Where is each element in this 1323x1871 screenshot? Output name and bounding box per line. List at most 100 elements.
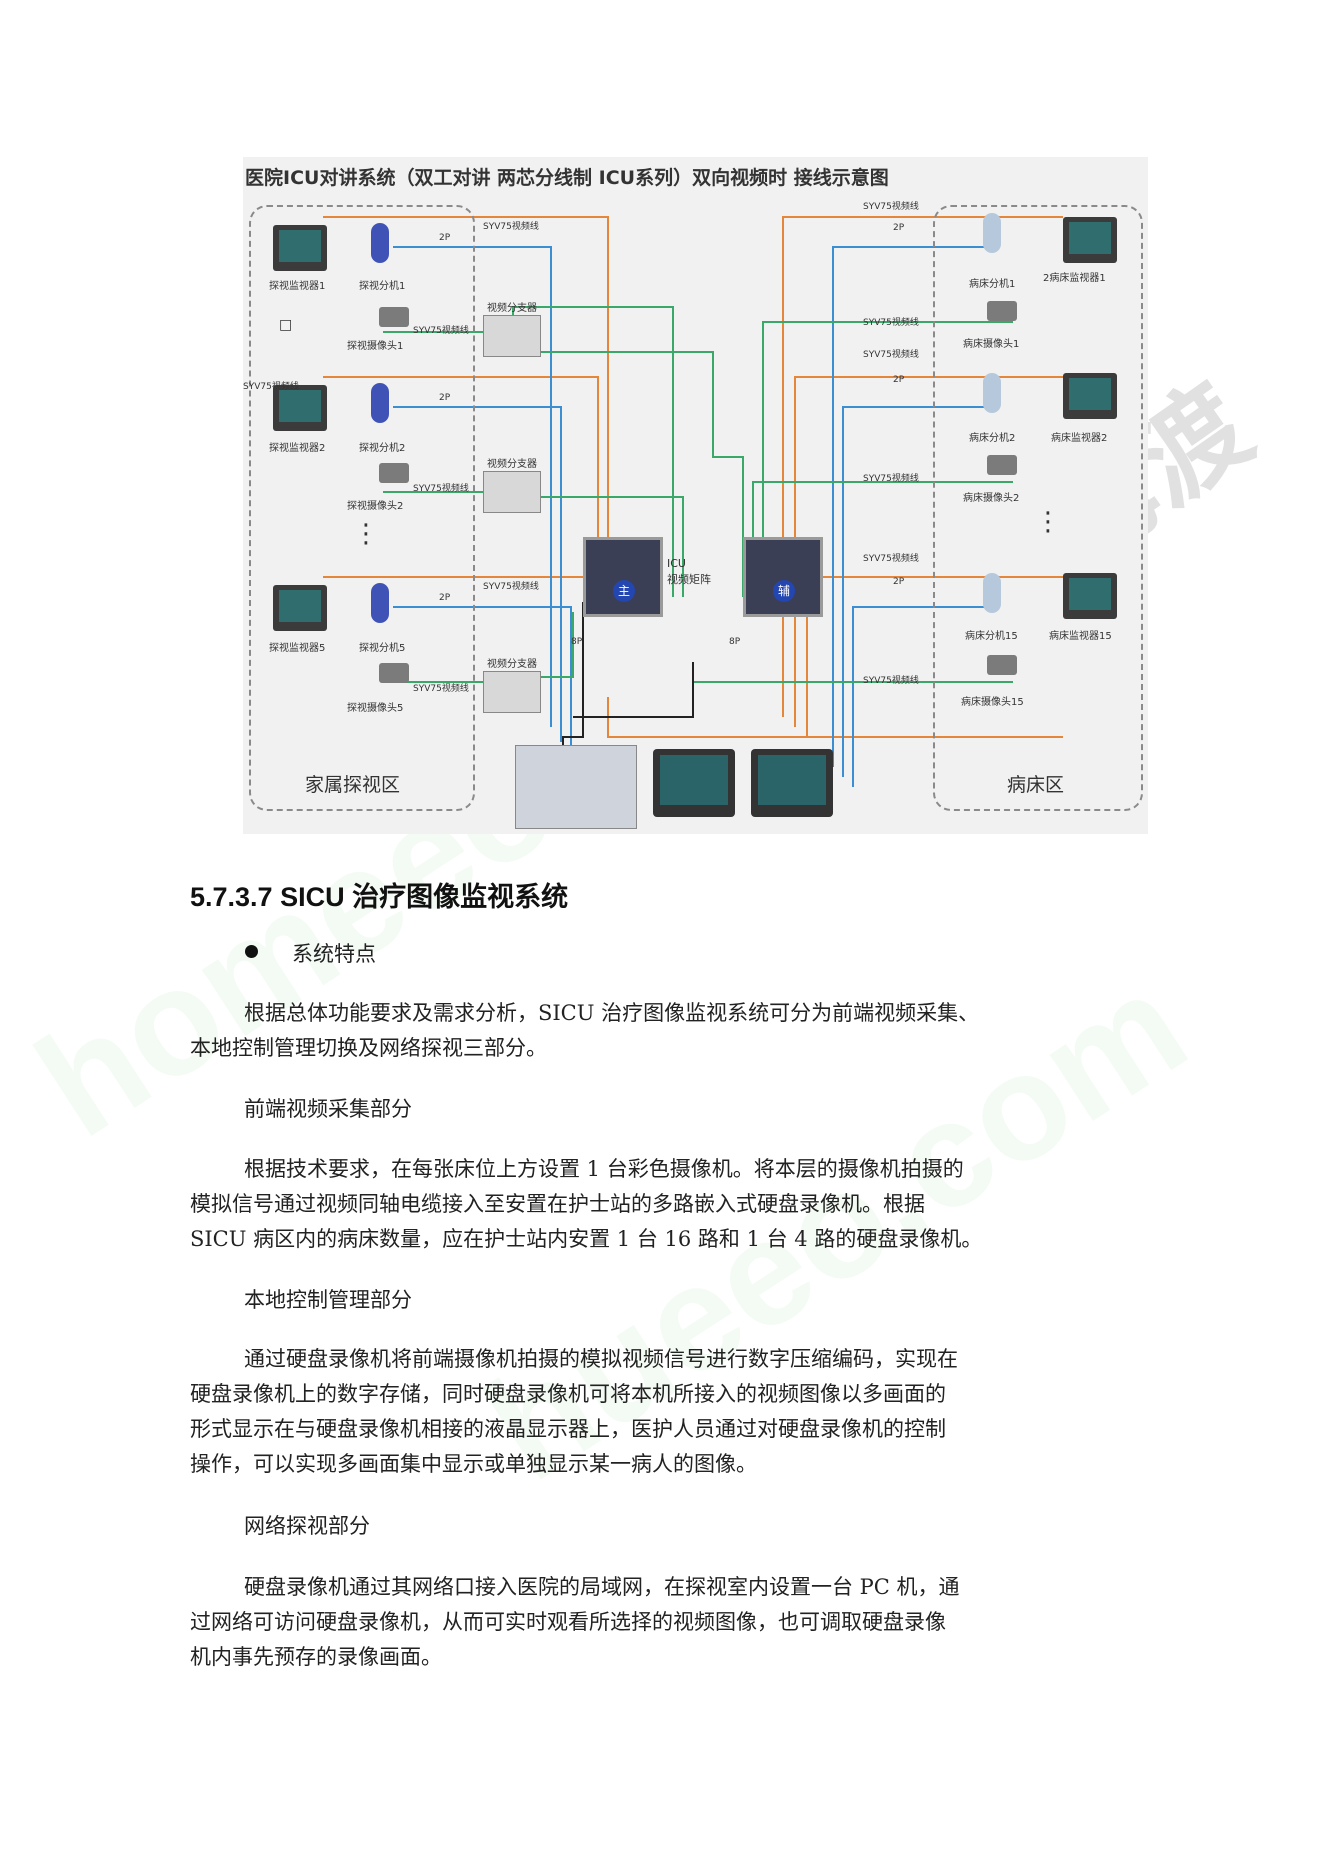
- visit-phone-label: 探视分机2: [359, 443, 406, 454]
- subheading-network: 网络探视部分: [244, 1514, 370, 1538]
- cable-label: SYV75视频线: [243, 382, 299, 392]
- cable-label: SYV75视频线: [483, 222, 539, 232]
- subheading-local-control: 本地控制管理部分: [244, 1288, 412, 1312]
- monitor-icon: [273, 225, 327, 271]
- splitter-label: 视频分支器: [487, 303, 537, 314]
- wire-8p-label: 8P: [571, 637, 583, 647]
- text-line: 过网络可访问硬盘录像机，从而可实时观看所选择的视频图像，也可调取硬盘录像: [190, 1610, 946, 1634]
- bed-monitor-label: 2病床监视器1: [1043, 273, 1106, 284]
- cable-label: SYV75视频线: [863, 554, 919, 564]
- camera-icon: [379, 663, 409, 683]
- monitor-icon: [273, 585, 327, 631]
- bed-phone-label: 病床分机2: [969, 433, 1016, 444]
- phone-icon: [983, 573, 1001, 613]
- matrix-label-line2: 视频矩阵: [667, 573, 711, 586]
- phone-icon: [371, 383, 389, 423]
- visit-camera-label: 探视摄像头5: [347, 703, 404, 714]
- monitor-icon: [1063, 217, 1117, 263]
- phone-icon: [983, 213, 1001, 253]
- ellipsis-dots: ⋮: [353, 519, 379, 549]
- splitter-icon: [483, 315, 541, 357]
- wire-2p-label: 2P: [893, 577, 905, 587]
- paragraph-3: 通过硬盘录像机将前端摄像机拍摄的模拟视频信号进行数字压缩编码，实现在 硬盘录像机…: [190, 1342, 1150, 1482]
- text-line: 形式显示在与硬盘录像机相接的液晶显示器上，医护人员通过对硬盘录像机的控制: [190, 1417, 946, 1441]
- cable-label: SYV75视频线: [483, 582, 539, 592]
- text-line: 通过硬盘录像机将前端摄像机拍摄的模拟视频信号进行数字压缩编码，实现在: [244, 1347, 958, 1371]
- cable-label: SYV75视频线: [413, 484, 469, 494]
- cable-label: SYV75视频线: [863, 202, 919, 212]
- paragraph-2: 根据技术要求，在每张床位上方设置 1 台彩色摄像机。将本层的摄像机拍摄的 模拟信…: [190, 1152, 1150, 1257]
- paragraph-1: 根据总体功能要求及需求分析，SICU 治疗图像监视系统可分为前端视频采集、 本地…: [190, 996, 1150, 1066]
- aux-matrix-badge: 辅: [773, 580, 795, 602]
- visit-monitor-label: 探视监视器5: [269, 643, 326, 654]
- camera-icon: [987, 301, 1017, 321]
- main-matrix: 主: [583, 537, 663, 617]
- bed-monitor-label: 病床监视器15: [1049, 631, 1112, 642]
- text-line: 本地控制管理切换及网络探视三部分。: [190, 1036, 547, 1060]
- bed-monitor-label: 病床监视器2: [1051, 433, 1108, 444]
- cable-label: SYV75视频线: [413, 326, 469, 336]
- cable-label: SYV75视频线: [413, 684, 469, 694]
- text-line: 机内事先预存的录像画面。: [190, 1645, 442, 1669]
- bed-camera-label: 病床摄像头2: [963, 493, 1020, 504]
- phone-icon: [983, 373, 1001, 413]
- paragraph-4: 硬盘录像机通过其网络口接入医院的局域网，在探视室内设置一台 PC 机，通 过网络…: [190, 1570, 1150, 1675]
- wire-2p-label: 2P: [893, 223, 905, 233]
- visit-monitor-label: 探视监视器1: [269, 281, 326, 292]
- text-line: 硬盘录像机通过其网络口接入医院的局域网，在探视室内设置一台 PC 机，通: [244, 1575, 960, 1599]
- text-line: 硬盘录像机上的数字存储，同时硬盘录像机可将本机所接入的视频图像以多画面的: [190, 1382, 946, 1406]
- cable-label: SYV75视频线: [863, 318, 919, 328]
- visit-camera-label: 探视摄像头1: [347, 341, 404, 352]
- text-line: SICU 病区内的病床数量，应在护士站内安置 1 台 16 路和 1 台 4 路…: [190, 1227, 983, 1251]
- nurse-console: [515, 745, 637, 829]
- family-visit-zone: [249, 205, 475, 811]
- phone-icon: [371, 223, 389, 263]
- section-heading: 5.7.3.7 SICU 治疗图像监视系统: [190, 882, 569, 912]
- subheading-front-end: 前端视频采集部分: [244, 1097, 412, 1121]
- nurse-monitor-icon: [653, 749, 735, 817]
- camera-icon: [379, 307, 409, 327]
- bed-camera-label: 病床摄像头1: [963, 339, 1020, 350]
- aux-matrix: 辅: [743, 537, 823, 617]
- bed-camera-label: 病床摄像头15: [961, 697, 1024, 708]
- visit-phone-label: 探视分机5: [359, 643, 406, 654]
- text-line: 模拟信号通过视频同轴电缆接入至安置在护士站的多路嵌入式硬盘录像机。根据: [190, 1192, 925, 1216]
- visit-monitor-label: 探视监视器2: [269, 443, 326, 454]
- monitor-icon: [273, 385, 327, 431]
- wire-2p-label: 2P: [439, 233, 451, 243]
- wire-8p-label: 8P: [729, 637, 741, 647]
- splitter-label: 视频分支器: [487, 459, 537, 470]
- main-matrix-badge: 主: [613, 580, 635, 602]
- family-visit-zone-label: 家属探视区: [305, 774, 401, 796]
- wire-2p-label: 2P: [439, 393, 451, 403]
- monitor-icon: [1063, 373, 1117, 419]
- wire-2p-label: 2P: [439, 593, 451, 603]
- visit-camera-label: 探视摄像头2: [347, 501, 404, 512]
- phone-icon: [371, 583, 389, 623]
- ward-zone: [933, 205, 1143, 811]
- small-box: □: [279, 317, 293, 333]
- splitter-icon: [483, 471, 541, 513]
- splitter-label: 视频分支器: [487, 659, 537, 670]
- camera-icon: [987, 455, 1017, 475]
- ellipsis-dots: ⋮: [1035, 507, 1061, 537]
- ward-zone-label: 病床区: [1007, 774, 1065, 796]
- diagram-title: 医院ICU对讲系统（双工对讲 两芯分线制 ICU系列）双向视频时 接线示意图: [245, 167, 889, 189]
- bed-phone-label: 病床分机15: [965, 631, 1018, 642]
- cable-label: SYV75视频线: [863, 676, 919, 686]
- bed-phone-label: 病床分机1: [969, 279, 1016, 290]
- matrix-label-line1: ICU: [667, 557, 686, 570]
- cable-label: SYV75视频线: [863, 350, 919, 360]
- nurse-monitor-icon: [751, 749, 833, 817]
- wiring-diagram: 医院ICU对讲系统（双工对讲 两芯分线制 ICU系列）双向视频时 接线示意图: [243, 157, 1148, 834]
- wire-2p-label: 2P: [893, 375, 905, 385]
- text-line: 操作，可以实现多画面集中显示或单独显示某一病人的图像。: [190, 1452, 757, 1476]
- text-line: 根据技术要求，在每张床位上方设置 1 台彩色摄像机。将本层的摄像机拍摄的: [244, 1157, 964, 1181]
- monitor-icon: [1063, 573, 1117, 619]
- cable-label: SYV75视频线: [863, 474, 919, 484]
- text-line: 根据总体功能要求及需求分析，SICU 治疗图像监视系统可分为前端视频采集、: [244, 1001, 980, 1025]
- visit-phone-label: 探视分机1: [359, 281, 406, 292]
- camera-icon: [379, 463, 409, 483]
- bullet-icon: [245, 945, 258, 958]
- camera-icon: [987, 655, 1017, 675]
